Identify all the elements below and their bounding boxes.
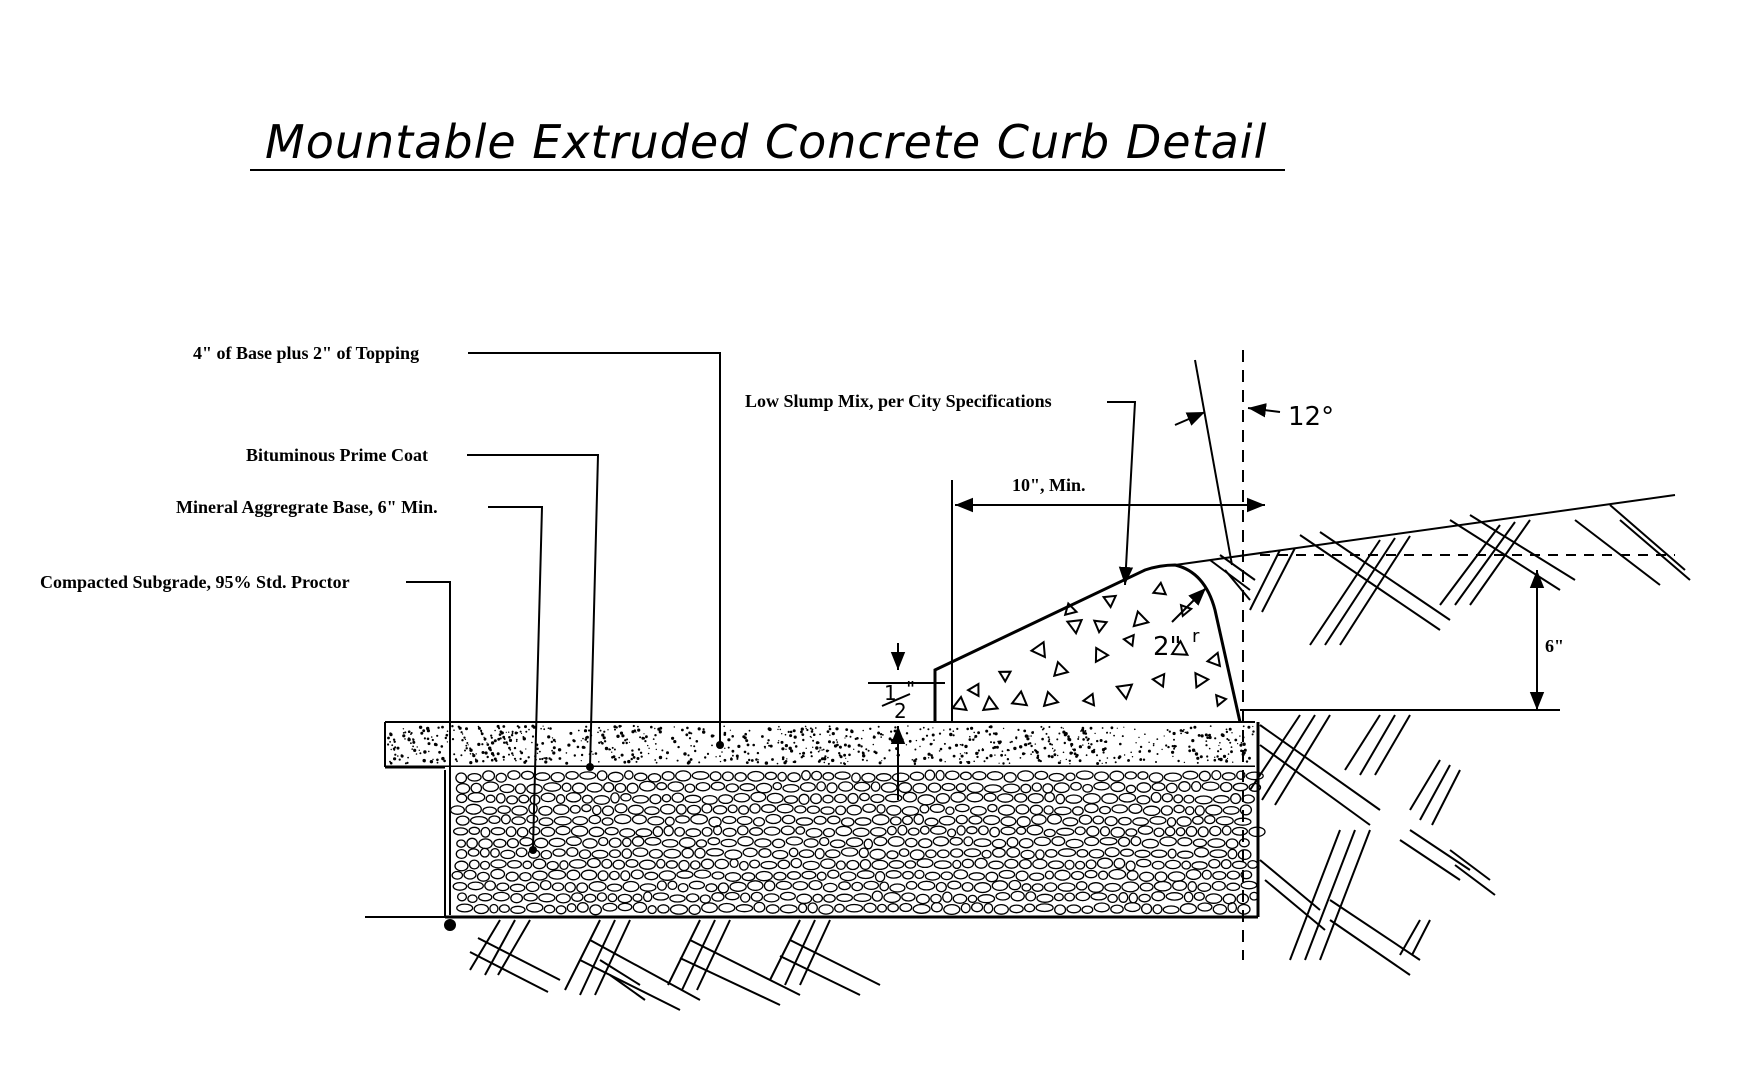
leader-aggregate-base [488, 506, 544, 849]
back-of-curb-ground [1174, 350, 1676, 960]
label-subgrade: Compacted Subgrade, 95% Std. Proctor [40, 572, 350, 592]
angle-arrow-right [1247, 403, 1281, 418]
angle-arrow-left [1174, 411, 1206, 426]
lip-fraction-bar [881, 693, 911, 707]
label-base-topping: 4" of Base plus 2" of Topping [193, 343, 419, 363]
label-prime-coat: Bituminous Prime Coat [246, 445, 428, 465]
subgrade-hatching [469, 919, 881, 1011]
radius-arrow [1171, 587, 1207, 623]
label-low-slump: Low Slump Mix, per City Specifications [745, 391, 1052, 411]
height-dim: 6" [1545, 636, 1564, 656]
width-dim: 10", Min. [1012, 475, 1086, 495]
radius-dim: 2" [1153, 632, 1182, 662]
leader-prime-coat [467, 454, 600, 768]
aggregate-base-layer [445, 722, 1266, 919]
lip-dim-num: 1 [884, 681, 897, 705]
leader-subgrade [406, 581, 451, 915]
leader-base-topping [468, 352, 721, 743]
lip-dim-mark: " [906, 677, 915, 701]
asphalt-topping-layer [384, 721, 1255, 769]
drawing-title: Mountable Extruded Concrete Curb Detail [265, 115, 1267, 169]
angle-dim: 12° [1288, 402, 1334, 432]
batter-line [1194, 359, 1233, 566]
back-hatching [1209, 504, 1691, 976]
leader-low-slump [1107, 401, 1137, 586]
radius-suffix: r [1192, 626, 1200, 647]
label-aggregate-base: Mineral Aggregrate Base, 6" Min. [176, 497, 438, 517]
lip-dim-den: 2 [894, 699, 907, 723]
